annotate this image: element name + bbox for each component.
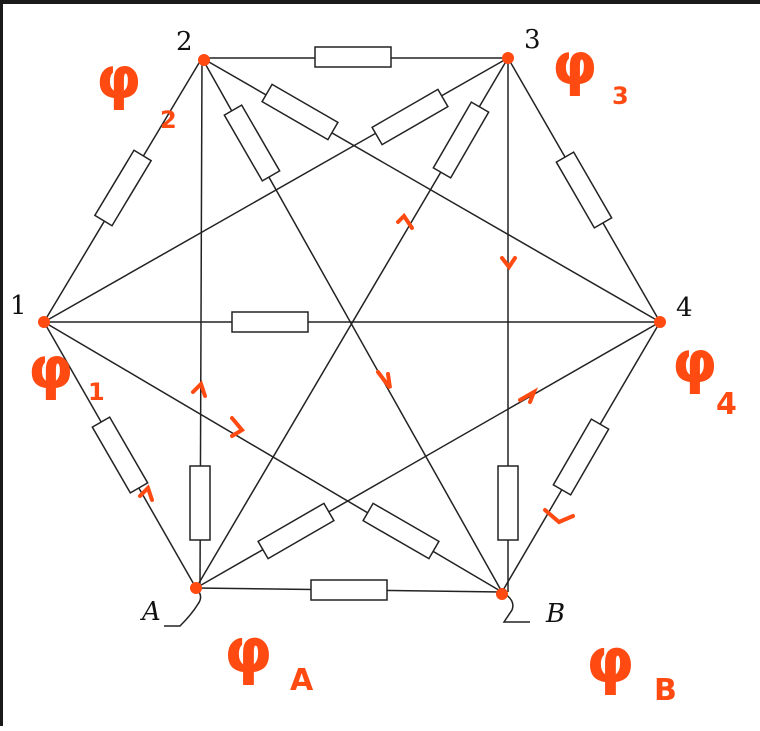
node-dot-1 xyxy=(38,316,50,328)
resistor-1-B xyxy=(362,502,440,560)
resistor-1-A xyxy=(91,416,149,494)
arrow-2-A xyxy=(191,380,207,398)
annotation-phi-A-subscript: A xyxy=(290,663,314,698)
annotation-phi-4-subscript: 4 xyxy=(716,387,737,422)
annotation-phi-1: φ 1 xyxy=(28,334,105,406)
annotation-phi-B-subscript: B xyxy=(654,673,677,708)
annotation-phi-B: φ B xyxy=(586,624,677,708)
resistor-2-3 xyxy=(314,46,392,68)
node-label-2: 2 xyxy=(176,27,193,57)
node-dots xyxy=(38,52,666,600)
wires-group xyxy=(43,57,661,593)
resistor-3-1 xyxy=(371,88,449,146)
frame-left-border xyxy=(0,0,3,726)
terminal-lead-B xyxy=(501,591,530,623)
annotation-phi-3-subscript: 3 xyxy=(612,82,629,110)
resistor-3-B xyxy=(497,465,519,541)
arrow-A-4 xyxy=(518,387,538,404)
node-dot-A xyxy=(190,582,202,594)
node-dot-2 xyxy=(198,54,210,66)
node-label-A: A xyxy=(140,597,161,627)
resistor-4-B xyxy=(552,418,610,496)
node-label-B: B xyxy=(545,599,565,629)
resistor-A-4 xyxy=(257,502,335,560)
annotation-phi-A-symbol: φ xyxy=(224,614,273,687)
annotation-phi-4-symbol: φ xyxy=(672,328,717,396)
arrow-1-A xyxy=(138,484,154,502)
arrow-4-B xyxy=(543,508,575,525)
node-dot-4 xyxy=(654,316,666,328)
resistor-A-B xyxy=(310,579,388,601)
resistor-3-A xyxy=(432,101,490,179)
annotation-phi-3-symbol: φ xyxy=(552,30,597,98)
arrow-3-B xyxy=(500,256,517,271)
annotation-phi-1-symbol: φ xyxy=(28,334,73,402)
node-label-3: 3 xyxy=(524,25,541,55)
arrow-3-A xyxy=(396,212,414,230)
resistor-2-B xyxy=(223,104,281,182)
annotation-phi-1-subscript: 1 xyxy=(88,378,105,406)
terminal-leads xyxy=(164,587,530,627)
annotation-phi-2-subscript: 2 xyxy=(160,106,177,134)
arrow-2-B xyxy=(376,370,392,390)
resistor-2-4 xyxy=(261,83,339,141)
resistor-3-4 xyxy=(555,151,613,229)
terminal-lead-A xyxy=(164,587,202,627)
node-label-4: 4 xyxy=(676,293,693,323)
annotation-phi-2: φ 2 xyxy=(96,44,177,134)
annotation-phi-4: φ 4 xyxy=(672,328,737,422)
node-dot-B xyxy=(496,588,508,600)
annotation-phi-A: φ A xyxy=(224,614,314,698)
arrow-1-B xyxy=(230,416,246,438)
resistor-1-4 xyxy=(231,311,309,333)
current-arrows xyxy=(138,212,575,525)
resistor-2-A xyxy=(189,465,211,541)
frame-top-border xyxy=(0,0,760,4)
node-label-1: 1 xyxy=(10,291,27,321)
resistors-group xyxy=(91,46,613,601)
annotation-phi-2-symbol: φ xyxy=(96,44,141,112)
annotation-phi-B-symbol: φ xyxy=(586,624,635,697)
resistor-1-2 xyxy=(93,149,153,227)
annotation-phi-3: φ 3 xyxy=(552,30,629,110)
node-dot-3 xyxy=(502,52,514,64)
